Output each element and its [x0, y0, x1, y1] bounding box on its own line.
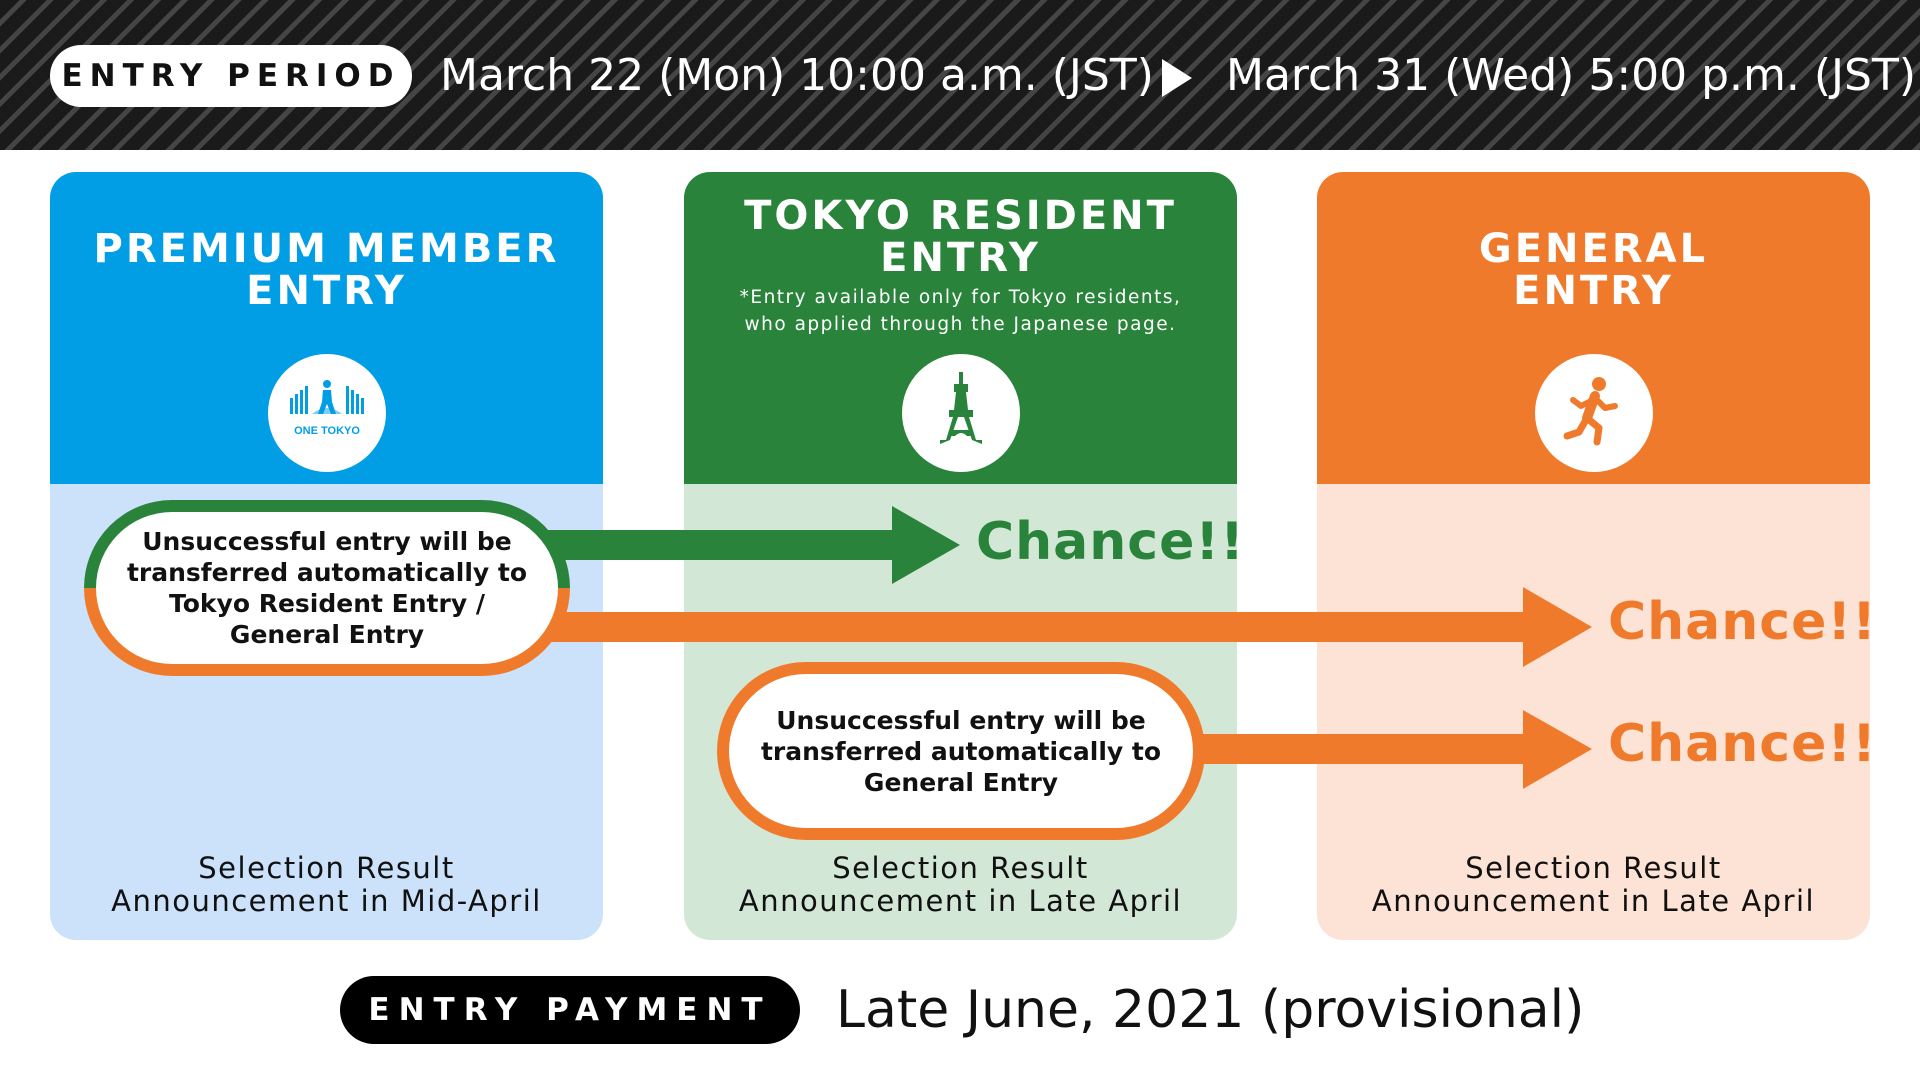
- general-selection-result: Selection Result Announcement in Late Ap…: [1371, 851, 1816, 918]
- entry-period-label: ENTRY PERIOD: [50, 45, 412, 107]
- general-entry-column: GENERAL ENTRY Selection Result Announcem…: [1317, 172, 1870, 940]
- tokyo-tower-icon: [902, 354, 1020, 472]
- entry-end-date: March 31 (Wed) 5:00 p.m. (JST): [1226, 50, 1916, 101]
- tokyo-resident-title: TOKYO RESIDENT ENTRY: [744, 193, 1177, 281]
- arrow-premium-to-general: [540, 587, 1592, 667]
- play-arrow-icon: [1162, 59, 1192, 97]
- chance-label-resident: Chance!!: [976, 512, 1245, 572]
- arrow-premium-to-resident: [540, 506, 960, 584]
- one-tokyo-logo-icon: ONE TOKYO: [268, 354, 386, 472]
- premium-header-panel: PREMIUM MEMBER ENTRY ONE TOKYO: [50, 172, 603, 484]
- entry-payment-date: Late June, 2021 (provisional): [836, 980, 1585, 1040]
- premium-member-title: PREMIUM MEMBER ENTRY: [93, 226, 560, 314]
- one-tokyo-logo-text: ONE TOKYO: [294, 425, 360, 437]
- resident-transfer-note: Unsuccessful entry will be transferred a…: [717, 662, 1205, 840]
- premium-selection-result: Selection Result Announcement in Mid-Apr…: [111, 851, 542, 918]
- runner-icon: [1535, 354, 1653, 472]
- entry-start-date: March 22 (Mon) 10:00 a.m. (JST): [440, 50, 1154, 101]
- resident-selection-result: Selection Result Announcement in Late Ap…: [738, 851, 1183, 918]
- chance-label-general-from-premium: Chance!!: [1608, 592, 1877, 652]
- general-body-panel: [1317, 484, 1870, 940]
- arrow-resident-to-general: [1180, 710, 1592, 789]
- resident-header-panel: TOKYO RESIDENT ENTRY *Entry available on…: [684, 172, 1237, 484]
- tokyo-resident-note: *Entry available only for Tokyo resident…: [739, 287, 1182, 335]
- entry-period-banner: ENTRY PERIOD March 22 (Mon) 10:00 a.m. (…: [0, 0, 1920, 150]
- entry-payment-label: ENTRY PAYMENT: [340, 976, 800, 1044]
- premium-transfer-note: Unsuccessful entry will be transferred a…: [84, 500, 570, 676]
- general-entry-title: GENERAL ENTRY: [1478, 226, 1709, 314]
- general-header-panel: GENERAL ENTRY: [1317, 172, 1870, 484]
- chance-label-general-from-resident: Chance!!: [1608, 714, 1877, 774]
